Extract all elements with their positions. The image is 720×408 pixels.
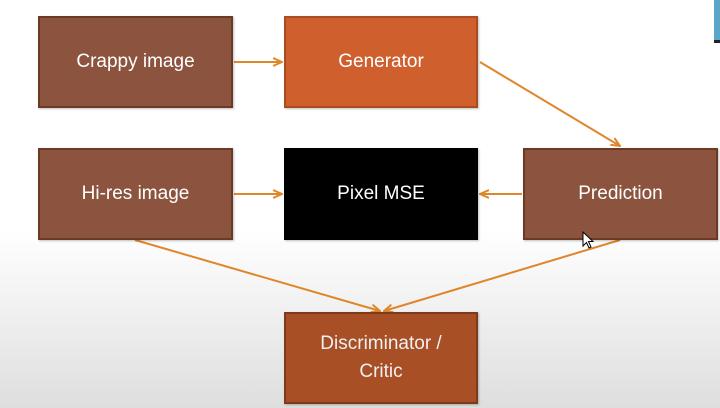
node-generator: Generator (284, 16, 478, 108)
node-discriminator-critic: Discriminator / Critic (284, 312, 478, 404)
edge-prediction-to-discriminator (384, 239, 621, 311)
node-pixel-mse-label: Pixel MSE (337, 183, 425, 205)
node-hi-res-image-label: Hi-res image (81, 183, 190, 205)
node-prediction: Prediction (523, 148, 718, 240)
node-generator-label: Generator (338, 51, 424, 73)
mouse-pointer-icon (582, 231, 595, 249)
window-edge-fragment (714, 0, 720, 43)
node-hi-res-image: Hi-res image (38, 148, 233, 240)
edge-generator-to-prediction (479, 61, 620, 146)
node-pixel-mse: Pixel MSE (284, 148, 478, 240)
edge-hires-to-discriminator (134, 239, 380, 311)
node-crappy-image: Crappy image (38, 16, 233, 108)
node-prediction-label: Prediction (578, 183, 663, 205)
node-crappy-image-label: Crappy image (76, 51, 195, 73)
node-discriminator-critic-label: Discriminator / Critic (320, 333, 442, 382)
